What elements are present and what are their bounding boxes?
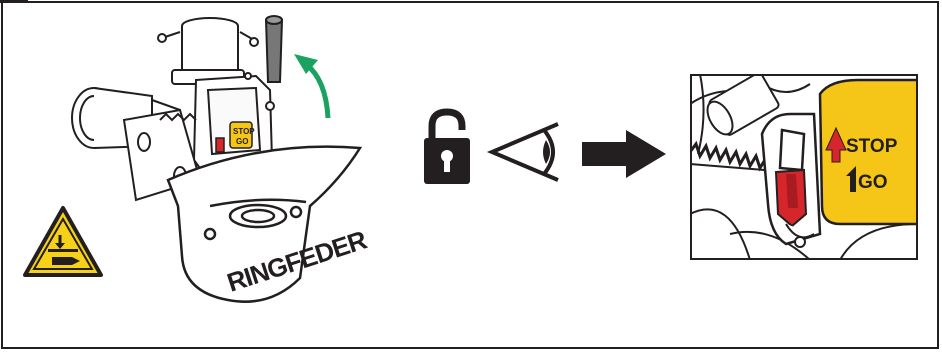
hand-lever (264, 15, 284, 83)
svg-text:STOP: STOP (233, 127, 255, 136)
stop-label: STOP (846, 136, 898, 157)
release-spring (159, 112, 197, 122)
svg-text:GO: GO (236, 137, 248, 146)
stop-go-indicator-small: STOP GO (215, 121, 255, 153)
frame-corner-mark (0, 0, 28, 3)
right-arrow-icon (582, 130, 666, 178)
release-cylinder (706, 74, 780, 136)
hand-crush-warning-icon (23, 206, 103, 277)
lower-latch (785, 223, 815, 248)
red-indicator-flag (774, 168, 808, 228)
air-cylinder (157, 17, 259, 85)
coil-spring (690, 140, 772, 172)
unlocked-padlock-icon (424, 108, 470, 184)
indicator-closeup-illustration: STOP GO (690, 74, 918, 260)
eye-icon (486, 122, 559, 182)
trailer-coupling-illustration: STOP GO RINGFEDER (71, 15, 371, 303)
coupling-jaw (166, 145, 363, 303)
curved-up-arrow-icon (294, 54, 331, 119)
stop-go-indicator-plate: STOP GO (818, 78, 918, 226)
closeup-border (690, 74, 918, 260)
go-label: GO (858, 172, 888, 193)
